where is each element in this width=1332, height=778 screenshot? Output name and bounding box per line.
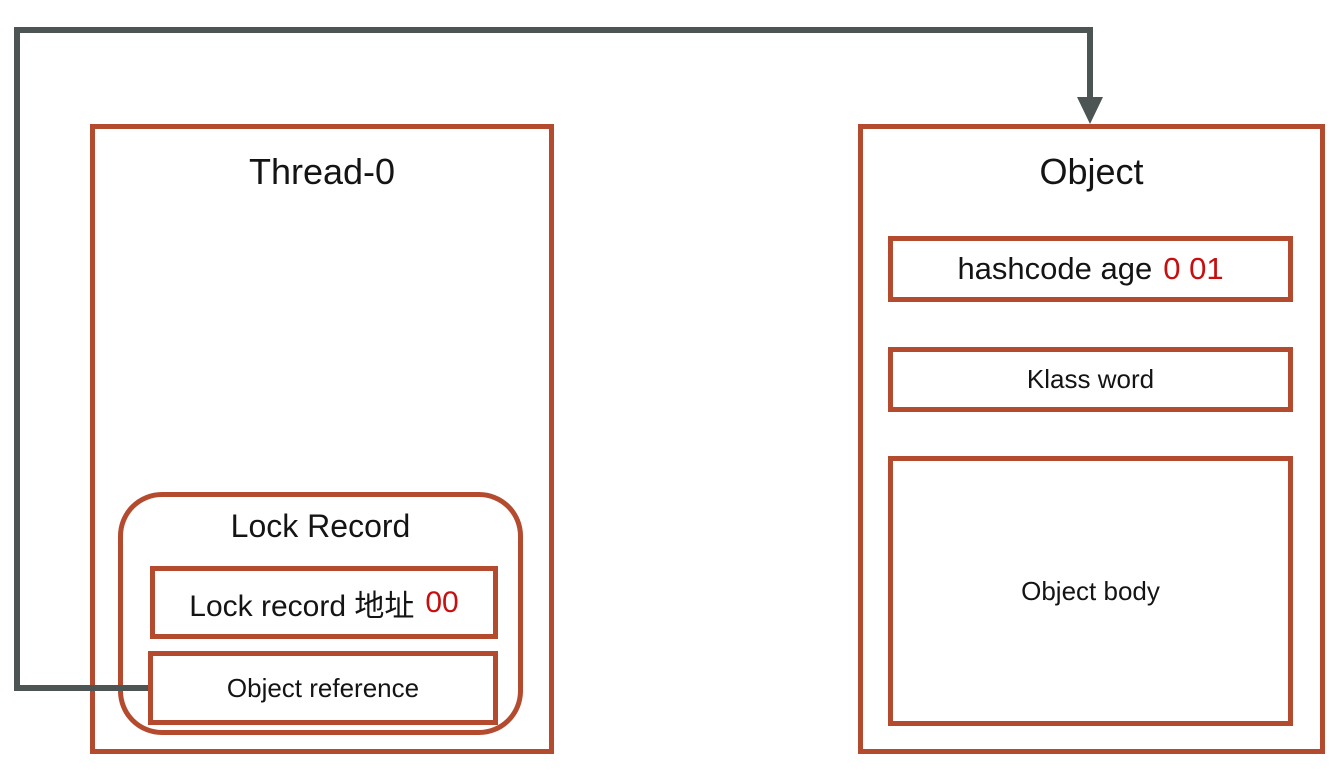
object-body-cell: Object body (888, 456, 1293, 726)
lock-record-address-value: 00 (425, 585, 459, 619)
mark-word-label: hashcode age (957, 251, 1153, 286)
klass-word-label: Klass word (1026, 364, 1155, 394)
object-title: Object (1039, 151, 1144, 192)
thread-title: Thread-0 (248, 151, 396, 192)
lock-record-group: Lock Record Lock record 地址 00 Object ref… (118, 492, 523, 735)
thread-box: Thread-0 Lock Record Lock record 地址 00 O… (90, 124, 554, 754)
object-reference-label: Object reference (226, 672, 420, 703)
mark-word-cell: hashcode age 0 01 (888, 236, 1293, 302)
object-box: Object hashcode age 0 01 Klass word Obje… (858, 124, 1325, 754)
lock-record-address-label: Lock record 地址 (189, 589, 415, 623)
object-body-label: Object body (1021, 575, 1160, 606)
mark-word-value: 0 01 (1163, 251, 1224, 286)
lock-record-address-cell: Lock record 地址 00 (150, 566, 498, 639)
lock-record-title: Lock Record (230, 508, 411, 544)
klass-word-cell: Klass word (888, 347, 1293, 412)
object-reference-cell: Object reference (148, 651, 498, 725)
arrowhead-icon (1077, 97, 1103, 124)
